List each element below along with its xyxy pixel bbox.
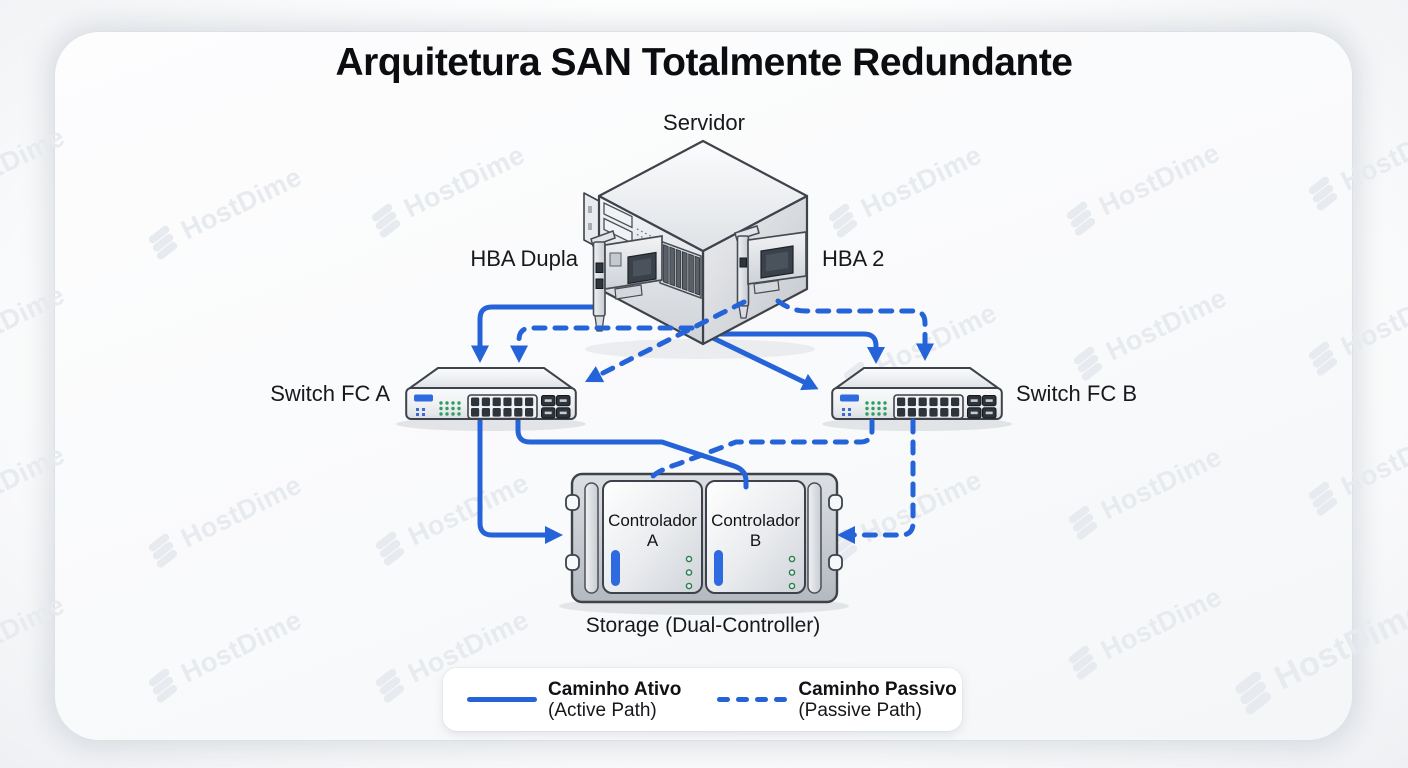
hba-right-port bbox=[739, 257, 747, 268]
switch-b-illustration bbox=[831, 367, 1003, 420]
server-drive-bay bbox=[603, 201, 633, 229]
legend-active-item: Caminho Ativo (Active Path) bbox=[467, 679, 681, 721]
hba-right-card bbox=[734, 225, 807, 319]
arrowhead-passive-switch-a-top bbox=[510, 345, 528, 363]
legend: Caminho Ativo (Active Path) Caminho Pass… bbox=[443, 668, 962, 731]
switch-b-status-leds bbox=[865, 401, 887, 416]
hba-right-label: HBA 2 bbox=[822, 246, 885, 271]
controller-b-label-line1: Controlador bbox=[711, 511, 800, 530]
switch-b-sfp-ports bbox=[967, 395, 997, 419]
legend-passive-label: Caminho Passivo bbox=[798, 678, 957, 700]
controller-b-module bbox=[705, 480, 806, 594]
active-path-lines bbox=[471, 290, 885, 544]
arrowhead-active-switch-b-corner bbox=[800, 373, 819, 391]
switch-a-ports bbox=[471, 397, 534, 417]
switch-a-display-led bbox=[414, 394, 433, 402]
legend-active-sublabel: (Active Path) bbox=[548, 699, 657, 721]
hba-left-port bbox=[595, 278, 604, 289]
passive-path-lines bbox=[510, 298, 934, 544]
switch-b-label: Switch FC B bbox=[1016, 381, 1138, 406]
controller-a-label-line2: A bbox=[646, 531, 659, 550]
server-pci-slots bbox=[663, 244, 701, 296]
hba-left-port bbox=[595, 262, 604, 273]
switch-a-status-leds bbox=[439, 401, 461, 416]
controller-b-label-line2: B bbox=[749, 531, 762, 550]
switch-a-label: Switch FC A bbox=[270, 381, 390, 406]
hba-left-card bbox=[590, 230, 663, 332]
hba-right-bracket bbox=[736, 235, 750, 307]
controller-a-module bbox=[602, 480, 703, 594]
switch-a-illustration bbox=[405, 367, 577, 420]
arrowhead-passive-storage-right bbox=[837, 526, 855, 544]
legend-passive-item: Caminho Passivo (Passive Path) bbox=[717, 678, 957, 721]
arrowhead-active-switch-b-top bbox=[867, 347, 885, 364]
switch-a-sfp-ports bbox=[541, 395, 571, 419]
storage-label: Storage (Dual-Controller) bbox=[585, 614, 821, 637]
switch-b-display-led bbox=[840, 394, 859, 402]
active-branch-to-switch-b-top bbox=[702, 331, 879, 351]
legend-active-label: Caminho Ativo bbox=[548, 678, 682, 700]
active-switch-a-to-storage-left bbox=[477, 417, 549, 538]
passive-hba2-to-switch-b-top bbox=[775, 298, 928, 347]
controller-a-label: Controlador A bbox=[603, 511, 702, 551]
controller-a-label-line1: Controlador bbox=[608, 511, 697, 530]
passive-branch-to-switch-a-top bbox=[516, 325, 695, 350]
active-hba1-to-switch-a bbox=[477, 304, 596, 349]
active-path-line-sample bbox=[467, 697, 537, 702]
diagram-title: Arquitetura SAN Totalmente Redundante bbox=[335, 41, 1074, 84]
storage-illustration bbox=[565, 472, 843, 604]
switch-b-ports bbox=[897, 397, 960, 417]
active-switch-a-to-controller-b bbox=[515, 417, 749, 490]
legend-passive-sublabel: (Passive Path) bbox=[798, 699, 922, 721]
arrowhead-passive-switch-b-top bbox=[916, 343, 934, 361]
passive-switch-b-to-controller-a bbox=[646, 418, 875, 486]
arrowhead-active-storage-left bbox=[545, 526, 563, 544]
controller-b-led bbox=[714, 550, 723, 586]
arrowhead-passive-switch-a-corner bbox=[585, 366, 605, 383]
passive-hba2-to-switch-a-corner bbox=[598, 299, 747, 377]
passive-switch-b-to-storage-right bbox=[851, 418, 916, 538]
controller-b-label: Controlador B bbox=[706, 511, 805, 551]
controller-a-led bbox=[611, 550, 620, 586]
server-label: Servidor bbox=[663, 110, 745, 135]
hba-left-label: HBA Dupla bbox=[470, 246, 578, 271]
passive-path-line-sample bbox=[717, 697, 788, 702]
arrowhead-active-switch-a bbox=[471, 345, 489, 363]
